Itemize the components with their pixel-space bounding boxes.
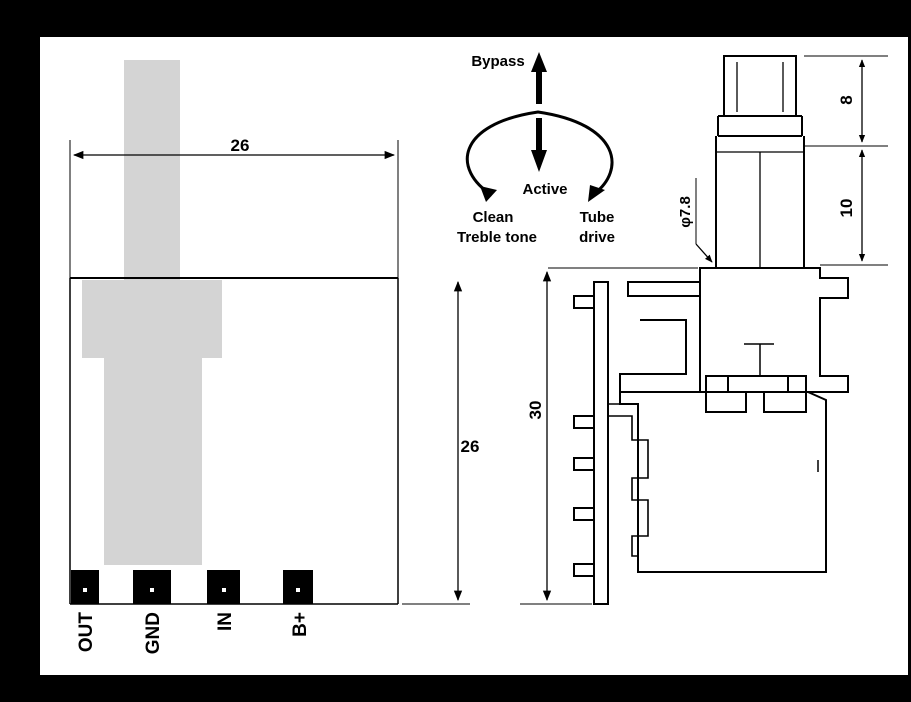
side-view: [573, 55, 849, 605]
overall-height-label: 30: [526, 401, 545, 420]
inner-contact: [619, 319, 700, 393]
treble-tone-label: Treble tone: [457, 229, 537, 246]
body-height-dimension-label: 26: [461, 437, 480, 456]
active-label: Active: [522, 181, 567, 198]
rotation-arc: [465, 110, 614, 197]
rotate-left-arrowhead: [480, 186, 497, 202]
side-pin-2: [573, 415, 595, 429]
pin-out-label: OUT: [76, 612, 97, 653]
pin-in-terminal: [207, 570, 240, 604]
pin-bplus-hole: [296, 588, 300, 592]
pin-bplus-terminal: [283, 570, 313, 604]
wiper-center: [744, 343, 774, 376]
side-dimensions: 8 10 30 φ7.8: [520, 55, 888, 605]
shaft-height-label: 10: [837, 199, 856, 218]
shaft-diameter-label: φ7.8: [677, 196, 694, 228]
bypass-up-arrow: [531, 52, 547, 104]
diameter-arrow: [695, 243, 713, 263]
pin-gnd-terminal: [133, 570, 171, 604]
left-flange: [627, 281, 700, 297]
tube-label: Tube: [580, 209, 615, 226]
active-down-arrow: [531, 118, 547, 172]
mode-indicator: Bypass Active Clean Treble tone Tube dri…: [457, 52, 615, 246]
wiper-contacts: [727, 376, 789, 392]
side-pin-3: [573, 457, 595, 471]
pin-gnd-hole: [150, 588, 154, 592]
terminal-lugs: [608, 403, 649, 557]
width-dimension-label: 26: [231, 136, 250, 155]
pin-gnd-label: GND: [143, 612, 164, 654]
bushing-body: [699, 267, 849, 393]
clean-label: Clean: [473, 209, 514, 226]
drive-label: drive: [579, 229, 615, 246]
front-view: 26 26 OUT GND IN B+: [69, 60, 480, 654]
shaft-shade: [124, 60, 180, 280]
pin-in-hole: [222, 588, 226, 592]
wiper-housing: [705, 375, 807, 413]
shaft-outline: [715, 136, 805, 268]
pin-out-terminal: [71, 570, 99, 604]
rotate-right-arrowhead: [588, 185, 605, 202]
side-pin-5: [573, 563, 595, 577]
side-pin-1: [573, 295, 595, 309]
bushing-shade: [82, 280, 222, 358]
terminal-plate: [593, 281, 609, 605]
pin-bplus-label: B+: [290, 612, 311, 637]
lever-shade: [104, 358, 202, 565]
cap-height-label: 8: [837, 95, 856, 104]
pin-in-label: IN: [215, 612, 236, 631]
bypass-label: Bypass: [471, 53, 524, 70]
pin-out-hole: [83, 588, 87, 592]
side-pin-4: [573, 507, 595, 521]
